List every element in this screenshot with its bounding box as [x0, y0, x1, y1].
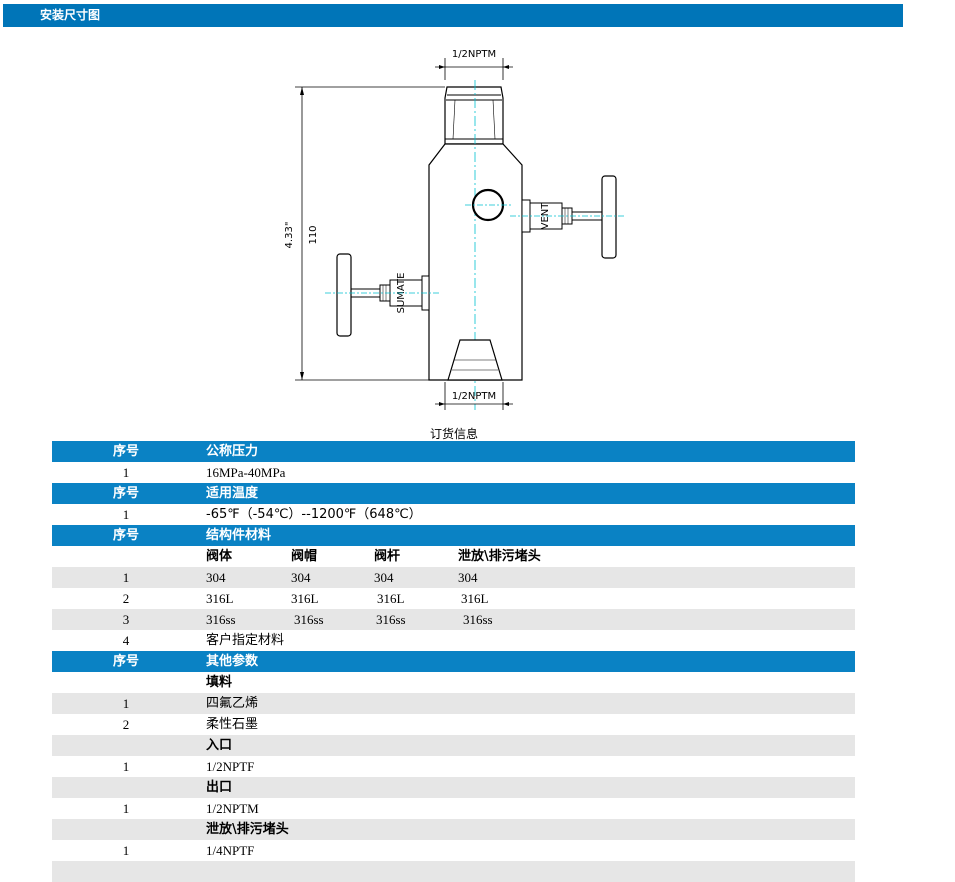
material-columns-row: 阀体 阀帽 阀杆 泄放\排污堵头	[52, 546, 855, 567]
row-value: -65℉（-54℃）--1200℉（648℃）	[206, 507, 422, 522]
group-title-row: 出口	[52, 777, 855, 798]
cell: 304	[206, 570, 226, 585]
row-no: 1	[122, 507, 130, 522]
row-value: 1/2NPTM	[206, 801, 259, 816]
group-title-row: 泄放\排污堵头	[52, 819, 855, 840]
cell: 316ss	[376, 612, 406, 627]
installation-drawing: 1/2NPTM 1/2NPTM 4.33" 110 VENT SUMATE	[284, 49, 625, 410]
row-no: 4	[122, 633, 130, 648]
table-row: 1 1/2NPTM	[52, 798, 855, 819]
col-no-header: 序号	[112, 444, 139, 459]
row-value: 1/2NPTF	[206, 759, 255, 774]
row-no: 1	[122, 570, 130, 585]
section-title-bar: 安装尺寸图	[3, 4, 903, 27]
col-bonnet: 阀帽	[291, 549, 318, 564]
table-row: 1 16MPa-40MPa	[52, 462, 855, 483]
row-no: 1	[122, 759, 130, 774]
table-row: 1 304 304 304 304	[52, 567, 855, 588]
cell: 304	[291, 570, 311, 585]
row-value: 1/4NPTF	[206, 843, 255, 858]
temperature-title: 适用温度	[206, 486, 259, 501]
col-no-header: 序号	[112, 528, 139, 543]
col-no-header: 序号	[112, 654, 139, 669]
other-title: 其他参数	[206, 654, 259, 669]
cell: 316ss	[206, 612, 236, 627]
col-body: 阀体	[206, 549, 233, 564]
row-no: 1	[122, 465, 130, 480]
bottom-thread-label: 1/2NPTM	[452, 391, 496, 402]
height-inch-label: 4.33"	[284, 222, 295, 249]
row-no: 1	[122, 843, 130, 858]
table-row: 3 316ss 316ss 316ss 316ss	[52, 609, 855, 630]
table-row: 1 四氟乙烯	[52, 693, 855, 714]
order-info-caption: 订货信息	[429, 427, 478, 441]
group-title-row: 入口	[52, 735, 855, 756]
col-plug: 泄放\排污堵头	[458, 549, 541, 564]
height-mm-label: 110	[308, 225, 319, 244]
col-no-header: 序号	[112, 486, 139, 501]
group-title-plug: 泄放\排污堵头	[206, 822, 289, 837]
row-no: 3	[122, 612, 130, 627]
row-value: 四氟乙烯	[206, 696, 259, 711]
row-no: 1	[122, 696, 130, 711]
section-title: 安装尺寸图	[40, 8, 101, 22]
material-title: 结构件材料	[206, 528, 272, 543]
right-valve-label: VENT	[540, 202, 551, 230]
table-row: 1 1/4NPTF	[52, 840, 855, 861]
table-row: 2 316L 316L 316L 316L	[52, 588, 855, 609]
pressure-header-row: 序号 公称压力	[52, 441, 855, 462]
cell: 316L	[461, 591, 489, 606]
row-no: 1	[122, 801, 130, 816]
cell: 304	[374, 570, 394, 585]
pressure-title: 公称压力	[206, 444, 259, 459]
other-header-row: 序号 其他参数	[52, 651, 855, 672]
group-title-outlet: 出口	[206, 780, 233, 795]
cell: 316ss	[294, 612, 324, 627]
col-stem: 阀杆	[374, 549, 401, 564]
row-no: 2	[122, 591, 130, 606]
top-thread-label: 1/2NPTM	[452, 49, 496, 60]
cell: 客户指定材料	[206, 633, 285, 648]
cell: 304	[458, 570, 478, 585]
cell: 316L	[206, 591, 234, 606]
table-row: 1 1/2NPTF	[52, 756, 855, 777]
row-value: 16MPa-40MPa	[206, 465, 286, 480]
cell: 316L	[291, 591, 319, 606]
cell: 316L	[377, 591, 405, 606]
table-row: 2 柔性石墨	[52, 714, 855, 735]
material-header-row: 序号 结构件材料	[52, 525, 855, 546]
row-value: 柔性石墨	[206, 717, 259, 732]
table-row: 1 -65℉（-54℃）--1200℉（648℃）	[52, 504, 855, 525]
group-title-inlet: 入口	[206, 738, 233, 753]
table-row: 4 客户指定材料	[52, 630, 855, 651]
temperature-header-row: 序号 适用温度	[52, 483, 855, 504]
group-title-packing: 填料	[206, 675, 233, 690]
group-title-row: 填料	[52, 672, 855, 693]
spec-table: 序号 公称压力 1 16MPa-40MPa 序号 适用温度 1 -65℉（-54…	[52, 441, 855, 882]
table-row-empty	[52, 861, 855, 882]
cell: 316ss	[463, 612, 493, 627]
row-no: 2	[122, 717, 130, 732]
